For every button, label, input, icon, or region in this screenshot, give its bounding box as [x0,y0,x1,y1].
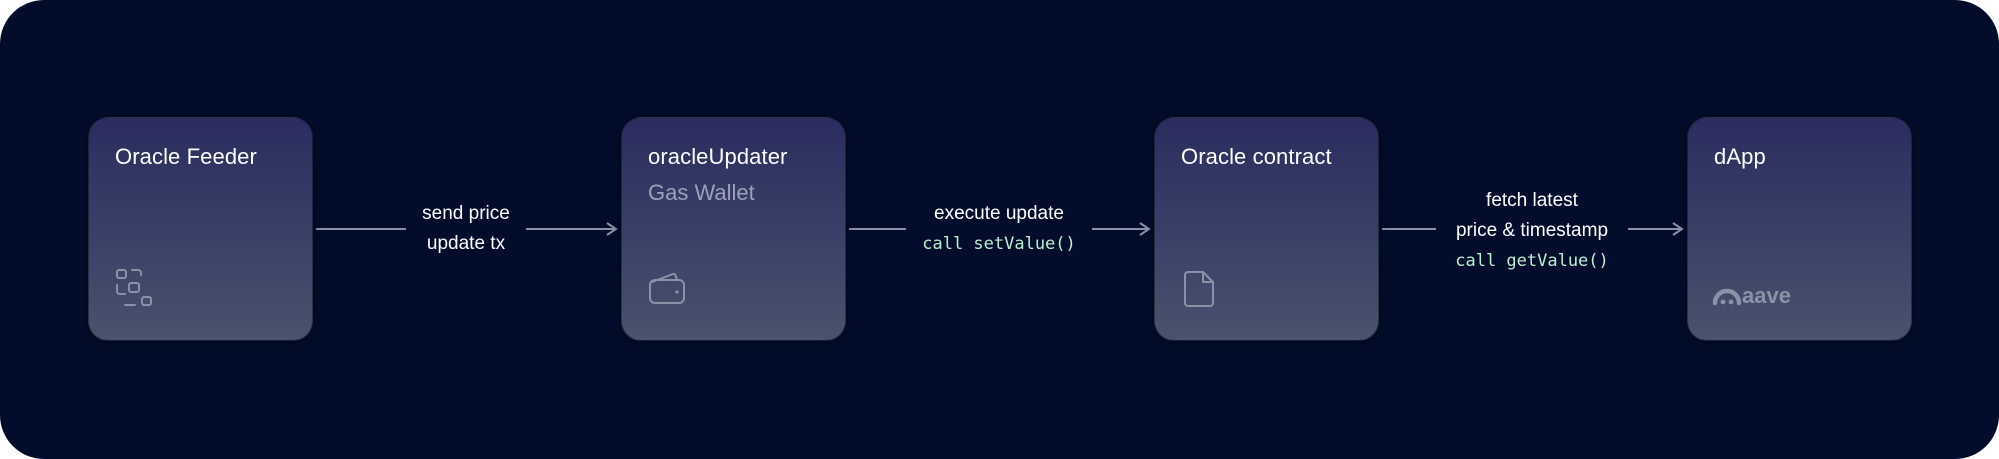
node-title: Oracle Feeder [115,144,257,169]
edge-label-line: update tx [426,233,506,254]
node-title: oracleUpdater [648,144,788,169]
document-icon [1179,267,1223,316]
node-dapp: dApp aave [1687,117,1912,341]
node-title: dApp [1714,144,1766,169]
node-oracle-contract: Oracle contract [1154,117,1379,341]
edge-label-line: send price [422,203,510,224]
edge-label-line: price & timestamp [1455,220,1609,241]
scan-icon [113,267,157,316]
aave-logo: aave [1712,281,1808,312]
edge-label-line: fetch latest [1486,190,1578,211]
node-oracle-updater: oracleUpdater Gas Wallet [621,117,846,341]
node-subtitle: Gas Wallet [648,180,755,205]
edge-label-code: call setValue() [922,234,1076,254]
edge-label-line: execute update [934,203,1064,224]
wallet-icon [646,267,690,316]
edge-label-code: call getValue() [1455,251,1609,271]
edge-label-fetch-latest: fetch latest price & timestamp call getV… [1436,186,1628,276]
node-oracle-feeder: Oracle Feeder [88,117,313,341]
node-title: Oracle contract [1181,144,1332,169]
edge-label-send-price: send price update tx [406,199,526,259]
edge-label-execute-update: execute update call setValue() [906,199,1092,259]
aave-logo-text: aave [1742,283,1791,307]
